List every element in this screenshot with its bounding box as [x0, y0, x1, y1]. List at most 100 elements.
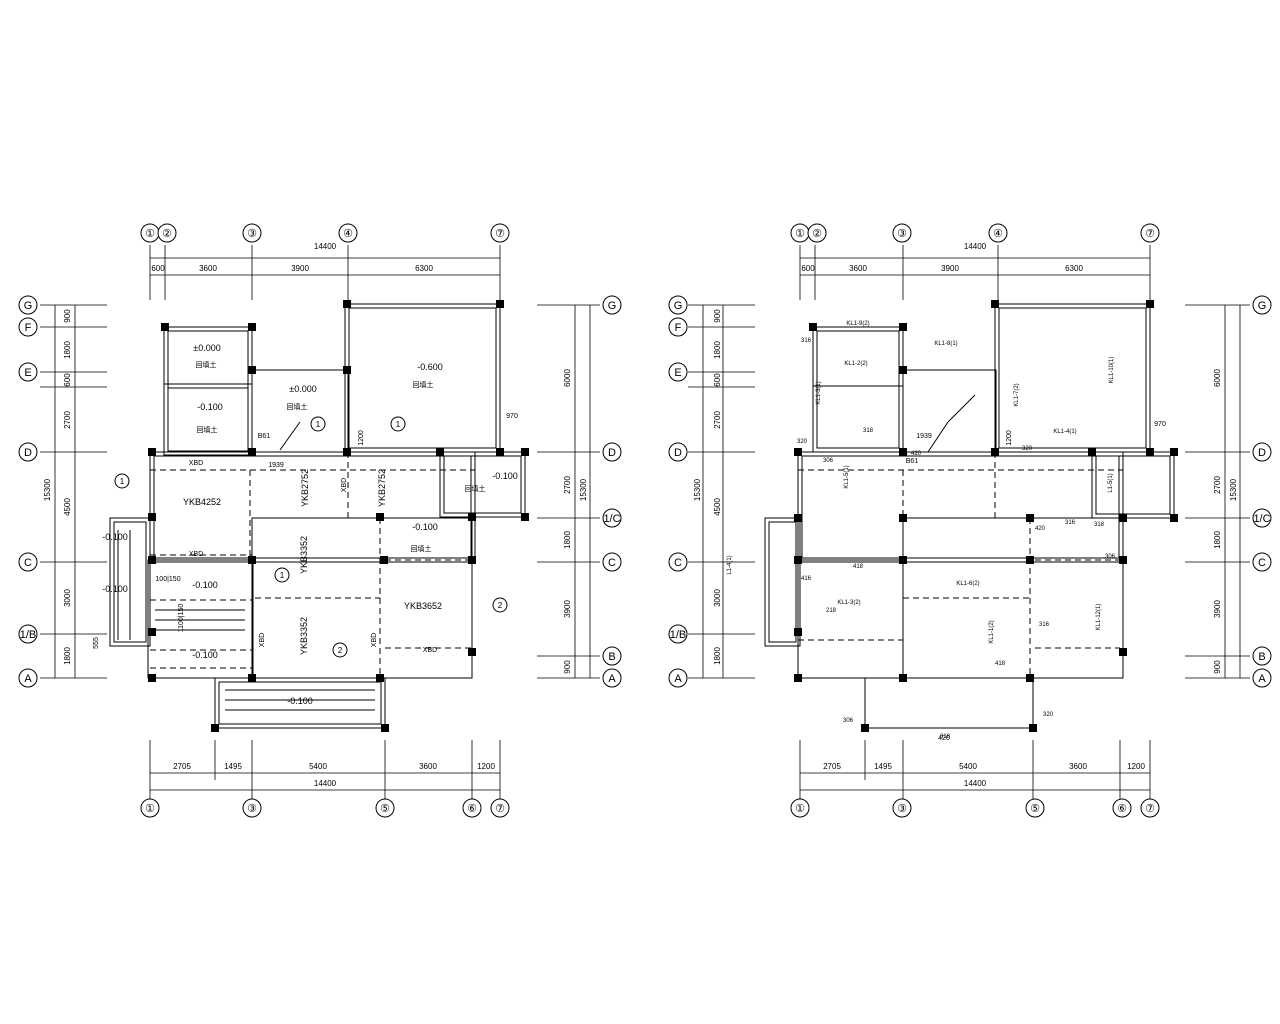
dim-bottom: 1495 [224, 762, 242, 771]
dim-top: 600 [151, 264, 165, 273]
dim-left: 4500 [63, 498, 72, 516]
grid-col-top-label: ① [795, 228, 805, 240]
dim-bottom: 1200 [477, 762, 495, 771]
misc-label: 1939 [916, 433, 932, 440]
grid-col-bottom-label: ① [795, 803, 805, 815]
dim-left: 1800 [63, 647, 72, 665]
dim-top-total: 14400 [964, 242, 987, 251]
grid-col-bottom-bubble [790, 798, 810, 818]
grid-col-bottom-label: ③ [897, 803, 907, 815]
grid-row-left-label: A [24, 673, 32, 685]
rebar-tag: 318 [1094, 522, 1105, 528]
rebar-tag: 316 [1065, 520, 1076, 526]
level-label: -0.100 [102, 532, 128, 542]
beam-label: XBD [423, 647, 437, 654]
misc-label: 100|150 [155, 576, 180, 583]
misc-label: B61 [906, 458, 919, 465]
misc-label: 1100|150 [178, 604, 185, 633]
dim-left: 3000 [63, 589, 72, 607]
grid-col-bottom-bubble [1140, 798, 1160, 818]
beam-tag: KL1-6(2) [956, 581, 979, 587]
grid-col-bottom-bubble [1025, 798, 1045, 818]
grid-row-left-bubble [668, 317, 688, 337]
section-mark [274, 567, 290, 583]
grid-row-right-label: C [1258, 557, 1266, 569]
grid-col-top-bubble [988, 223, 1008, 243]
dim-right-total: 15300 [1229, 478, 1238, 501]
section-mark-label: 1 [396, 420, 401, 429]
level-label: ±0.000 [289, 384, 316, 394]
grid-row-left-bubble [668, 295, 688, 315]
dim-top: 6300 [1065, 264, 1083, 273]
dim-left: 1800 [63, 341, 72, 359]
grid-col-top-label: ⑦ [1145, 228, 1155, 240]
dim-bottom: 5400 [959, 762, 977, 771]
level-label: -0.100 [492, 471, 518, 481]
rebar-tag: 306 [1105, 554, 1116, 560]
beam-label: XBD [341, 478, 348, 492]
grid-col-top-bubble [242, 223, 262, 243]
grid-col-bottom-label: ③ [247, 803, 257, 815]
beam-tag: KL1-4(1) [1053, 429, 1076, 435]
grid-row-right-bubble [1252, 552, 1272, 572]
grid-row-right-label: C [608, 557, 616, 569]
dim-right-total: 15300 [579, 478, 588, 501]
misc-label: 555 [93, 637, 100, 649]
grid-col-bottom-bubble [140, 798, 160, 818]
grid-row-right-bubble [602, 668, 622, 688]
beam-label: XBD [189, 551, 203, 558]
rebar-tag: 416 [801, 576, 812, 582]
slab-label: YKB2752 [300, 469, 310, 507]
dim-right: 1800 [1213, 531, 1222, 549]
beam-tag: KL1-7(2) [1014, 383, 1020, 406]
grid-row-right-label: G [608, 300, 617, 312]
grid-row-right-label: A [1258, 673, 1266, 685]
section-mark-label: 1 [280, 571, 285, 580]
beam-tag: KL1-3(2) [837, 600, 860, 606]
dim-top: 6300 [415, 264, 433, 273]
beam-tag: KL1-2(2) [844, 361, 867, 367]
rebar-tag: 316 [1039, 622, 1050, 628]
room-note: 回填土 [287, 402, 308, 411]
dim-left: 600 [63, 373, 72, 387]
grid-row-left-bubble [668, 624, 688, 644]
grid-col-top-label: ④ [993, 228, 1003, 240]
grid-row-right-bubble [602, 508, 622, 528]
level-label: -0.100 [192, 580, 218, 590]
grid-col-top-label: ① [145, 228, 155, 240]
grid-row-left-label: G [674, 300, 683, 312]
left-dim-lines [40, 245, 600, 800]
grid-row-right-bubble [1252, 668, 1272, 688]
beam-label: XBD [259, 633, 266, 647]
beam-tag: KL1-8(1) [934, 341, 957, 347]
grid-row-right-bubble [1252, 646, 1272, 666]
room-note: 回填土 [197, 425, 218, 434]
grid-col-top-label: ② [812, 228, 822, 240]
rebar-tag: 316 [801, 338, 812, 344]
grid-col-top-bubble [892, 223, 912, 243]
dim-bottom: 3600 [419, 762, 437, 771]
dim-bottom: 3600 [1069, 762, 1087, 771]
right-walls [764, 303, 1175, 729]
dim-top: 3600 [199, 264, 217, 273]
grid-row-right-bubble [1252, 508, 1272, 528]
grid-col-bottom-bubble [242, 798, 262, 818]
level-label: -0.100 [287, 696, 313, 706]
beam-tag: KL1-9(2) [846, 321, 869, 327]
grid-col-bottom-label: ⑦ [1145, 803, 1155, 815]
grid-row-left-label: D [24, 447, 32, 459]
grid-row-right-label: G [1258, 300, 1267, 312]
dim-right: 1800 [563, 531, 572, 549]
rebar-tag: 418 [995, 661, 1006, 667]
grid-row-right-bubble [602, 295, 622, 315]
beam-tag: L1-5(1) [1108, 473, 1114, 492]
misc-label: 970 [1154, 421, 1166, 428]
dim-left: 1800 [713, 647, 722, 665]
grid-col-top-bubble [157, 223, 177, 243]
grid-col-bottom-label: ⑥ [467, 803, 477, 815]
dim-left: 3000 [713, 589, 722, 607]
section-mark [332, 642, 348, 658]
section-mark [114, 473, 130, 489]
